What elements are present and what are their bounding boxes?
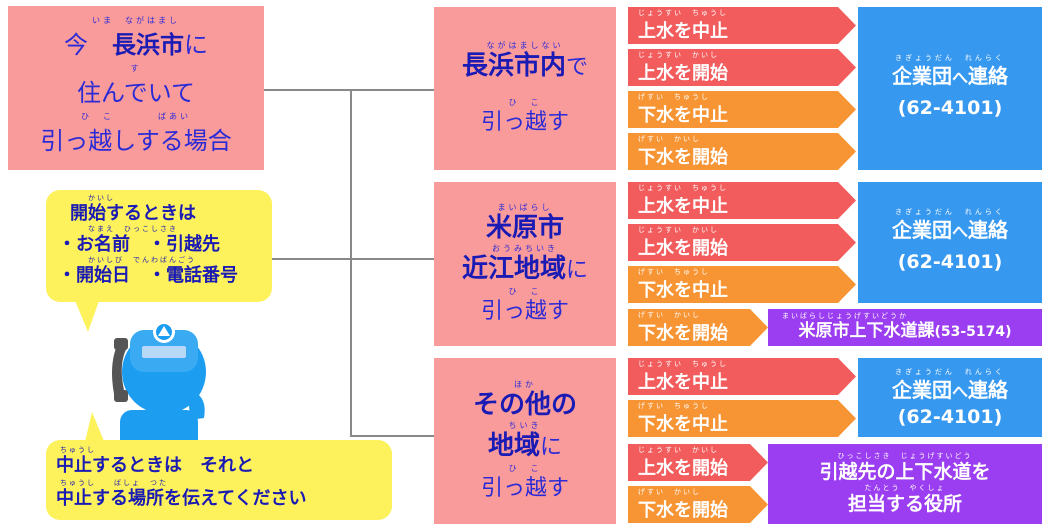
connector-h-bubble: [264, 258, 352, 260]
connector-v: [350, 89, 352, 437]
area-1-move: 引っ越す: [480, 109, 569, 135]
contact-box-3: きぎょうだん れんらく 企業団へ連絡 (62-4101): [858, 358, 1042, 437]
title-line-1: 今 長浜市に: [64, 31, 208, 59]
area-2-name-2: 近江地域: [461, 253, 566, 284]
area-2-ruby-mid: おうみちいき: [492, 243, 558, 253]
maibara-office-box: まいばらしじょうげすいどうか 米原市上下水道課(53-5174): [768, 309, 1042, 346]
area-1-name: 長浜市内: [461, 50, 566, 81]
other-office-box: ひっこしさき じょうげすいどう 引越先の上下水道を たんとう やくしょ 担当する…: [768, 444, 1042, 524]
area-3-suffix: に: [540, 434, 563, 460]
area-2-ruby-top: まいばらし: [497, 202, 553, 212]
area-other: ほか その他の ちいき 地域に ひ こ 引っ越す: [434, 358, 616, 524]
area-2-suffix: に: [566, 257, 589, 283]
area-1-ruby-top: ながはましない: [486, 40, 564, 50]
area-3-ruby-top: ほか: [514, 379, 536, 389]
start-speech-bubble: かいし 開始するときは なまえ ひっこしさき ・お名前 ・引越先 かいしび でん…: [46, 190, 272, 302]
arrow-water-stop-2: じょうすい ちゅうし上水を中止: [628, 182, 856, 219]
area-1-suffix: で: [566, 54, 589, 80]
arrow-sewer-stop-2: げすい ちゅうし下水を中止: [628, 266, 856, 303]
area-3-name-2: 地域: [487, 430, 540, 461]
arrow-water-stop-3: じょうすい ちゅうし上水を中止: [628, 358, 856, 395]
operator-phone-icon: [112, 321, 206, 460]
arrow-water-start-2: じょうすい かいし上水を開始: [628, 224, 856, 261]
title-line-3: 引っ越しする場合: [40, 127, 232, 155]
area-3-ruby-bottom: ひ こ: [508, 463, 542, 473]
connector-h-main: [264, 89, 352, 91]
connector-h-2: [350, 258, 434, 260]
area-nagahama: ながはましない 長浜市内で ひ こ 引っ越す: [434, 7, 616, 170]
area-3-move: 引っ越す: [480, 475, 569, 501]
title-ruby-2: す: [130, 64, 142, 73]
stop-bubble-tail: [84, 412, 106, 446]
connector-h-1: [350, 89, 434, 91]
arrow-water-start-3: じょうすい かいし上水を開始: [628, 444, 768, 481]
stop-speech-bubble: ちゅうし 中止するときは それと ちゅうし ばしょ つた 中止する場所を伝えてく…: [46, 440, 392, 520]
title-ruby-1: いま ながはまし: [92, 16, 180, 25]
arrow-sewer-stop-3: げすい ちゅうし下水を中止: [628, 400, 856, 437]
title-line-2: 住んでいて: [76, 79, 196, 107]
connector-h-3: [350, 435, 434, 437]
title-box: いま ながはまし 今 長浜市に す 住んでいて ひ こ ばあい 引っ越しする場合: [8, 6, 264, 170]
area-2-ruby-bottom: ひ こ: [508, 286, 542, 296]
arrow-sewer-start-1: げすい かいし下水を開始: [628, 133, 856, 170]
area-2-name-1: 米原市: [485, 212, 564, 243]
area-1-ruby-bottom: ひ こ: [508, 97, 542, 107]
area-3-ruby-mid: ちいき: [508, 420, 542, 430]
contact-box-2: きぎょうだん れんらく 企業団へ連絡 (62-4101): [858, 182, 1042, 303]
area-3-name-1: その他の: [472, 389, 577, 420]
arrow-sewer-stop-1: げすい ちゅうし下水を中止: [628, 91, 856, 128]
area-2-move: 引っ越す: [480, 298, 569, 324]
area-maibara: まいばらし 米原市 おうみちいき 近江地域に ひ こ 引っ越す: [434, 182, 616, 346]
title-ruby-3: ひ こ ばあい: [81, 112, 191, 121]
arrow-water-start-1: じょうすい かいし上水を開始: [628, 49, 856, 86]
arrow-water-stop-1: じょうすい ちゅうし上水を中止: [628, 7, 856, 44]
contact-box-1: きぎょうだん れんらく 企業団へ連絡 (62-4101): [858, 7, 1042, 170]
start-bubble-tail: [74, 298, 100, 332]
arrow-sewer-start-2: げすい かいし下水を開始: [628, 309, 768, 346]
arrow-sewer-start-3: げすい かいし下水を開始: [628, 486, 768, 523]
